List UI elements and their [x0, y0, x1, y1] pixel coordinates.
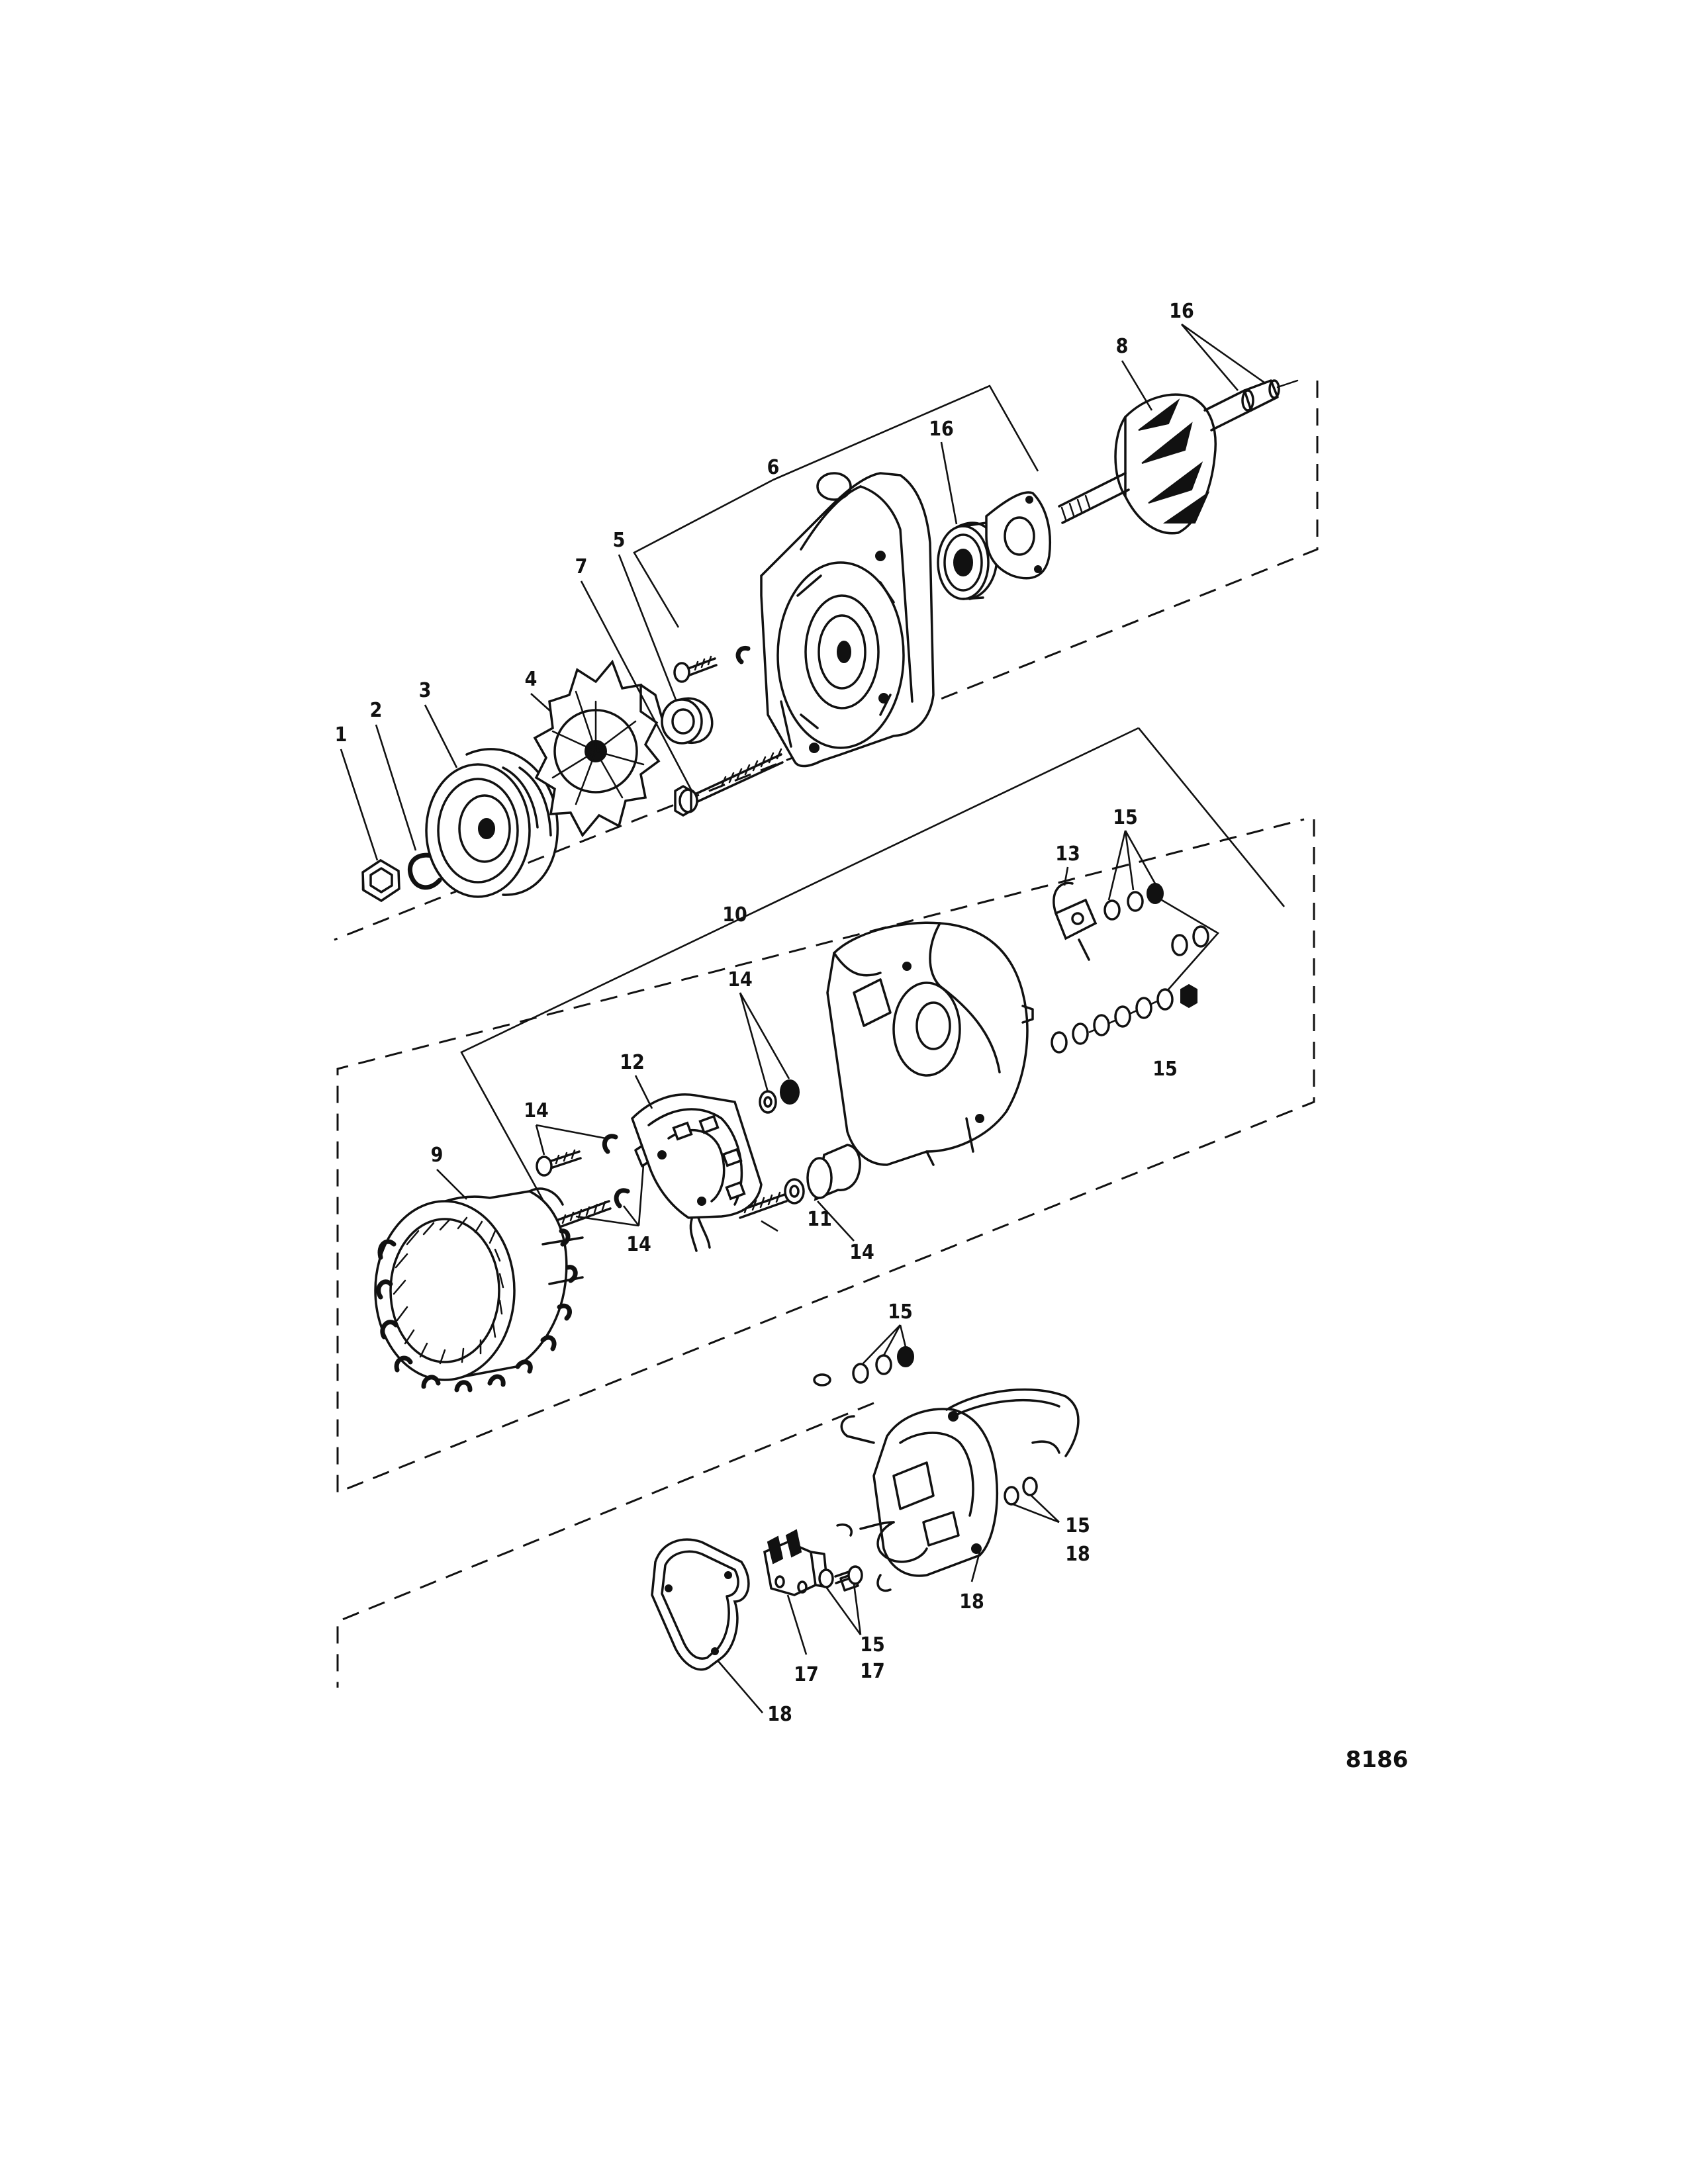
bracket-leaders	[460, 385, 1286, 1206]
dashed-group-outlines	[334, 381, 1319, 1688]
callout-12: 12	[620, 1051, 645, 1074]
callout-18-side: 18	[1065, 1543, 1090, 1566]
callout-6: 6	[767, 456, 780, 479]
callout-10: 10	[722, 903, 747, 927]
brush-holder-icon	[763, 1529, 863, 1596]
rotor-icon	[1058, 379, 1299, 535]
callout-18-gasket: 18	[767, 1703, 792, 1726]
callout-15-cover-side: 15	[1065, 1514, 1090, 1537]
callout-15-cover-top: 15	[888, 1300, 913, 1324]
callout-5: 5	[613, 529, 626, 552]
housing-icon	[826, 921, 1034, 1166]
washer-stack-icon	[1051, 925, 1209, 1054]
stator-icon	[374, 1187, 584, 1392]
callout-16-rotor: 16	[1169, 300, 1194, 323]
callout-17-holder: 17	[794, 1663, 819, 1686]
callout-leaders	[340, 323, 1265, 1713]
callout-18-cover: 18	[959, 1590, 984, 1614]
retainer-plate-icon	[985, 491, 1052, 580]
callout-14-left: 14	[524, 1099, 549, 1122]
figure-number: 8186	[1346, 1747, 1409, 1773]
callout-14-lower: 14	[626, 1233, 651, 1256]
through-bolt-icon	[674, 748, 784, 817]
spacer-icon	[661, 697, 714, 745]
callout-labels: 1 2 3 4 5 6 7 8 9 10 11 12 13 14 14 14 1…	[335, 300, 1194, 1726]
rectifier-plate-icon	[630, 1093, 763, 1252]
callout-15-brush: 15	[860, 1633, 885, 1657]
callout-14-spacer: 14	[849, 1241, 874, 1264]
callout-15-washers: 15	[1152, 1058, 1178, 1081]
fan-icon	[533, 659, 665, 838]
spacer-bushing-icon	[784, 1144, 861, 1205]
callout-7: 7	[575, 555, 588, 578]
callout-16-bearing: 16	[929, 418, 954, 441]
pulley-icon	[425, 748, 559, 898]
retaining-ring-icon	[407, 852, 442, 890]
terminal-icon	[1053, 882, 1164, 961]
gasket-icon	[651, 1538, 750, 1671]
callout-13: 13	[1055, 842, 1080, 866]
callout-3: 3	[419, 679, 432, 702]
callout-2: 2	[370, 699, 383, 722]
callout-15-terminal: 15	[1113, 806, 1138, 829]
callout-1: 1	[335, 723, 348, 747]
callout-14-upper: 14	[727, 968, 753, 991]
callout-11: 11	[807, 1208, 832, 1231]
rear-cover-icon	[836, 1388, 1080, 1592]
hex-nut-icon	[361, 858, 400, 903]
callout-9: 9	[431, 1144, 444, 1167]
callout-4: 4	[525, 668, 538, 691]
callout-17-screw: 17	[860, 1660, 885, 1683]
cover-washers-icon	[813, 1346, 914, 1387]
callout-8: 8	[1116, 335, 1129, 358]
frame-screw-icon	[673, 645, 751, 683]
end-frame-icon	[760, 472, 935, 768]
